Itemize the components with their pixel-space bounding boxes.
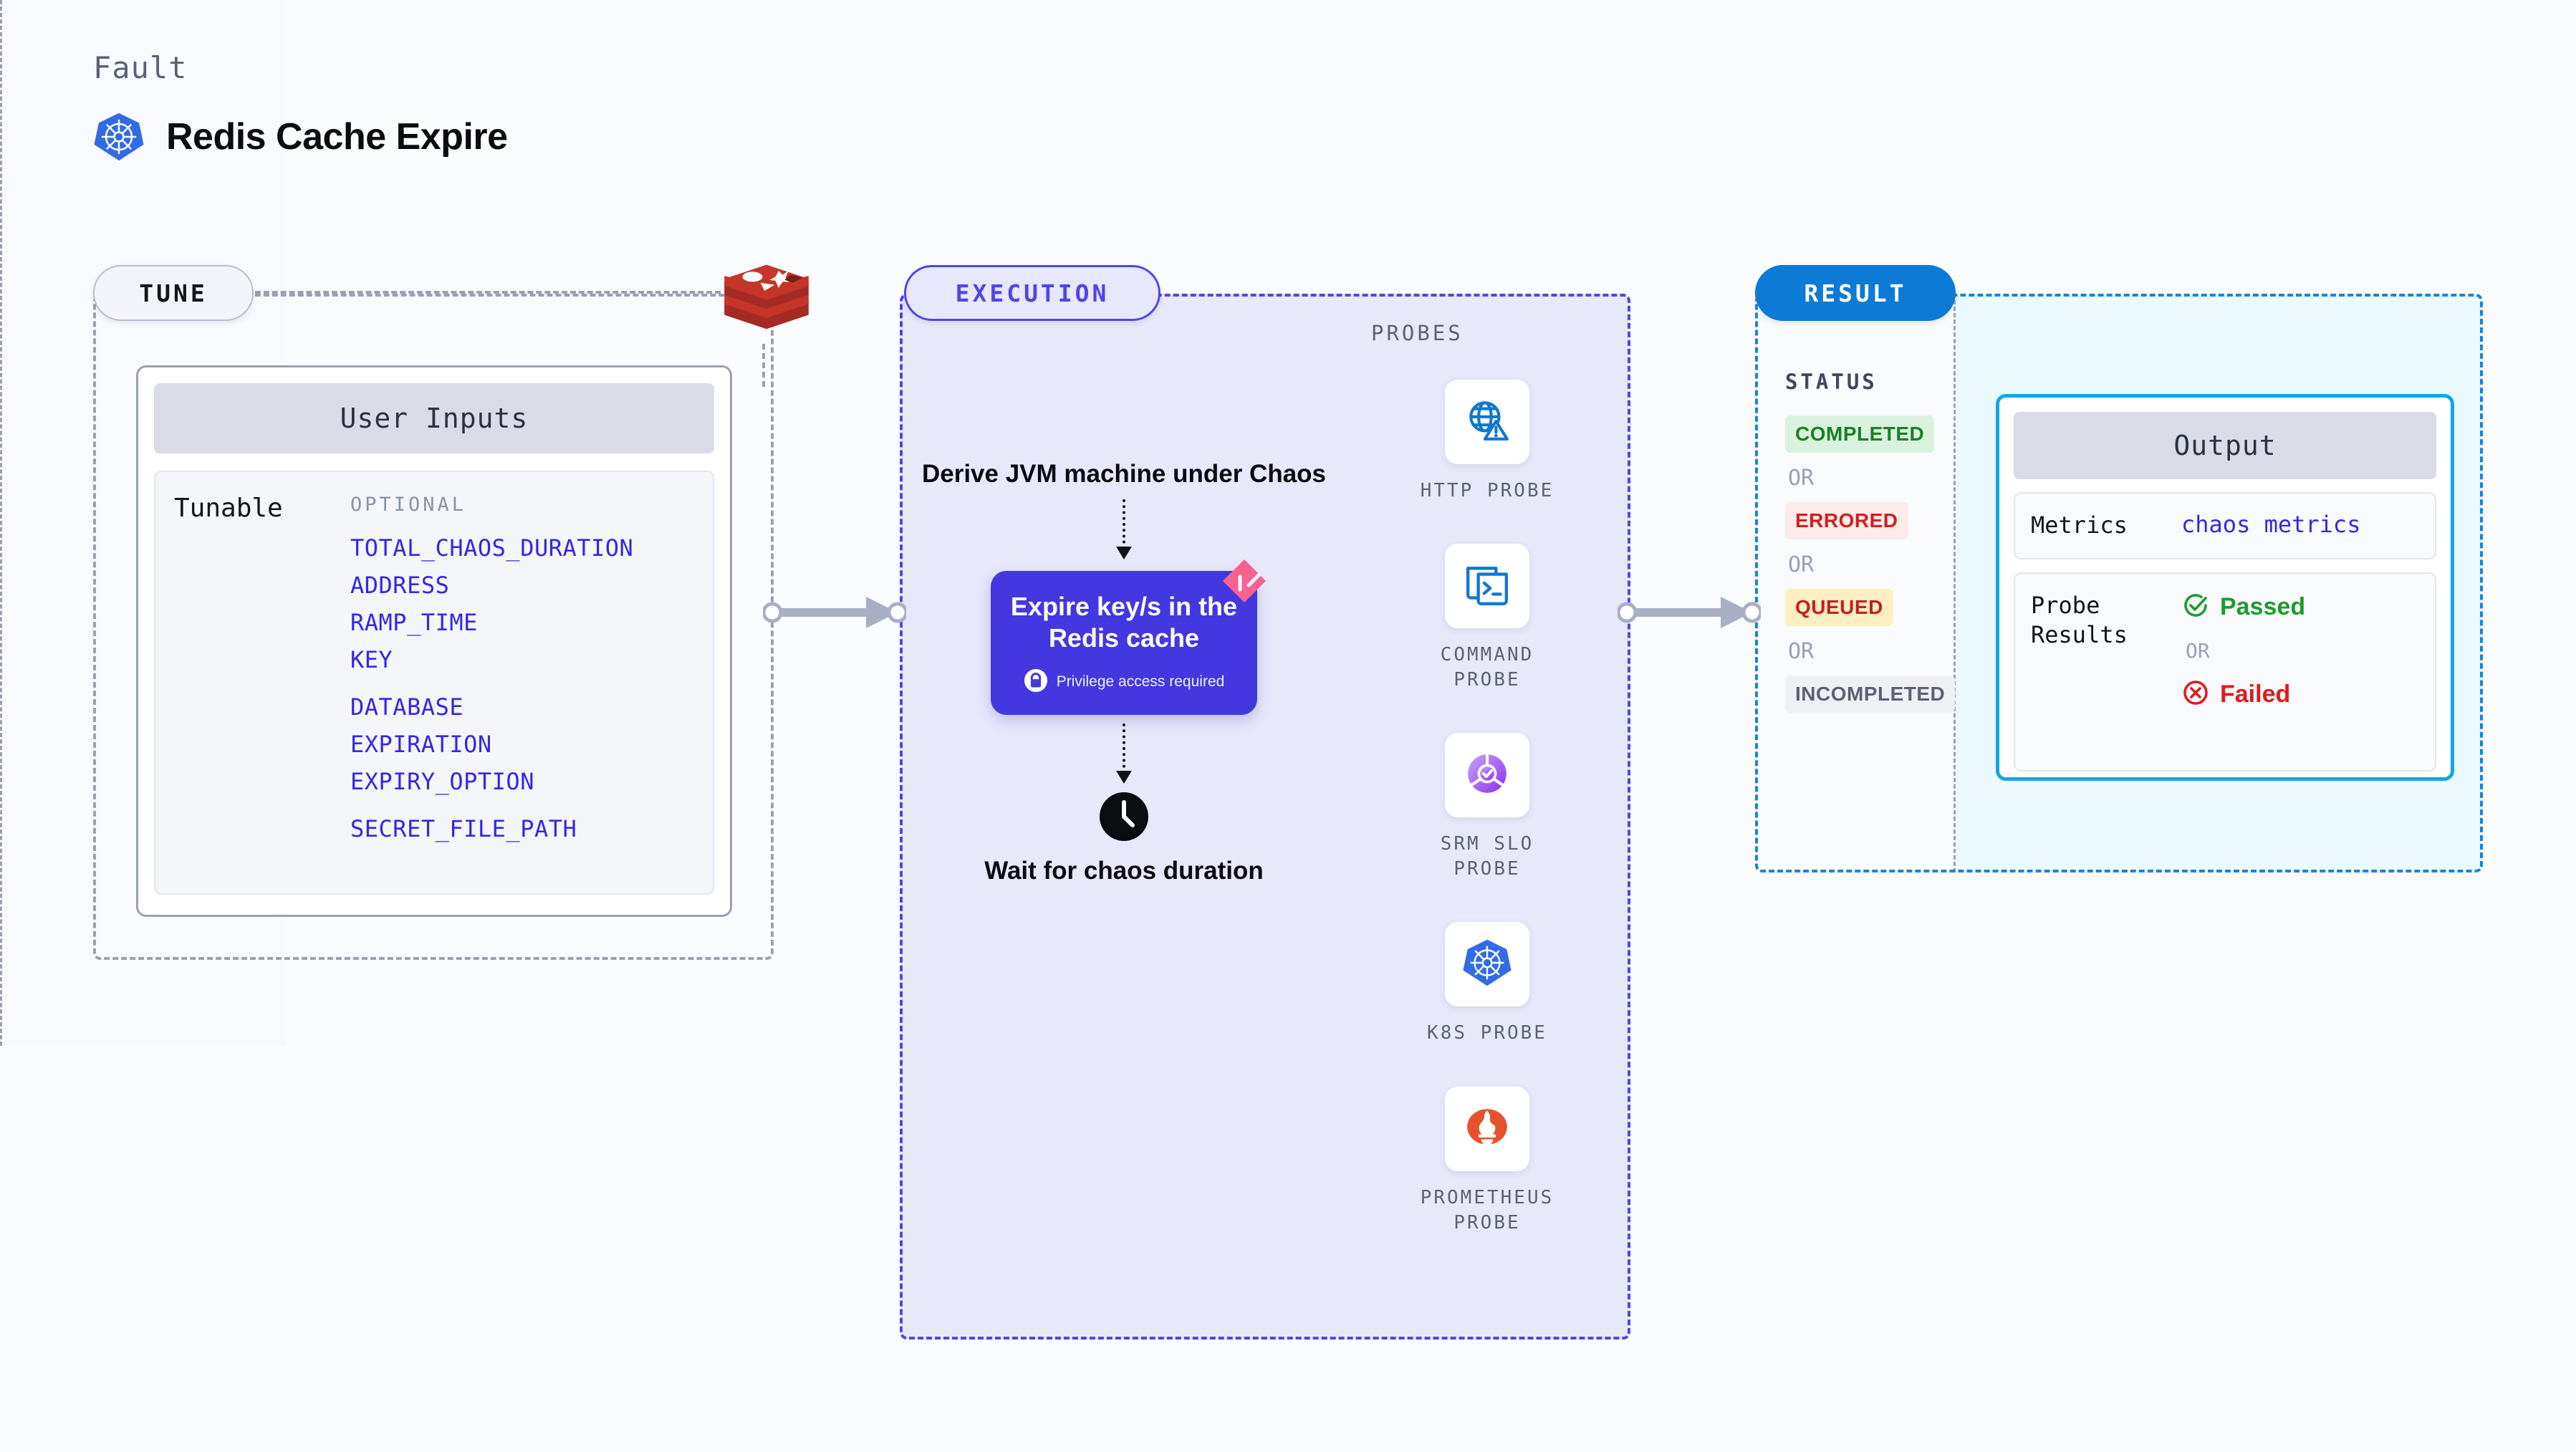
probe-item-http[interactable]: HTTP PROBE [1421,380,1554,504]
tunable-item[interactable]: ADDRESS [350,572,450,599]
probe-tile [1445,733,1529,818]
flow-arrow-down [1116,723,1132,785]
probe-item-k8s[interactable]: K8S PROBE [1427,922,1547,1046]
metrics-value[interactable]: chaos metrics [2181,511,2361,538]
tunable-item[interactable]: EXPIRATION [350,731,492,758]
probe-tile [1444,922,1529,1007]
probe-label: PROMETHEUS PROBE [1420,1186,1554,1234]
tunable-item[interactable]: EXPIRY_OPTION [350,768,534,795]
probe-label: COMMAND PROBE [1440,644,1534,691]
probe-result-failed: Failed [2181,678,2305,711]
page-title: Redis Cache Expire [166,116,508,158]
status-badge-queued: QUEUED [1785,589,1893,626]
probe-item-command[interactable]: COMMAND PROBE [1405,544,1570,693]
clock-icon [1097,789,1151,844]
tunable-item[interactable]: SECRET_FILE_PATH [350,815,577,842]
kubernetes-helm-icon [1462,938,1512,991]
status-badge-incompleted: INCOMPLETED [1785,675,1956,713]
kubernetes-helm-icon [93,111,145,163]
flow-arrow-down [1116,499,1132,561]
tunable-item[interactable]: KEY [350,646,393,673]
status-list: COMPLETED OR ERRORED OR QUEUED OR INCOMP… [1785,415,1956,713]
probe-results-values: Passed OR Failed [2181,591,2305,711]
chaos-action-title: Expire key/s in the Redis cache [1010,591,1238,653]
passed-label: Passed [2220,592,2306,620]
tune-to-redis-dashed-line [255,291,721,294]
execution-flow: Derive JVM machine under Chaos Expire ke… [904,458,1344,887]
status-badge-errored: ERRORED [1785,502,1908,539]
probe-results-key: Probe Results [2031,591,2128,649]
probe-tile [1445,1086,1529,1171]
user-inputs-card: User Inputs Tunable OPTIONAL TOTAL_CHAOS… [136,365,732,917]
probe-label: HTTP PROBE [1420,480,1554,501]
tune-stage-boundary [93,294,774,960]
chaos-action-card[interactable]: Expire key/s in the Redis cache Privileg… [991,559,1266,715]
probe-result-passed: Passed [2181,591,2305,623]
status-or-label: OR [1788,639,1815,664]
probe-label: K8S PROBE [1427,1022,1547,1044]
ribbon-badge-icon [1219,555,1270,607]
tunable-label: Tunable [174,494,283,523]
wait-step-label: Wait for chaos duration [984,856,1264,885]
tunable-item[interactable]: DATABASE [350,693,464,721]
metrics-row: Metrics chaos metrics [2014,492,2436,559]
srm-slo-icon [1464,750,1511,801]
status-or-label: OR [1788,552,1815,577]
title-row: Redis Cache Expire [93,111,508,163]
page-header: Fault [93,50,508,163]
status-badge-completed: COMPLETED [1785,415,1935,453]
redis-logo-icon [716,251,817,351]
probe-item-prometheus[interactable]: PROMETHEUS PROBE [1405,1086,1570,1236]
probe-item-srm-slo[interactable]: SRM SLO PROBE [1405,733,1570,882]
probe-tile [1445,544,1529,629]
privilege-note-text: Privilege access required [1056,673,1225,691]
privilege-note-row: Privilege access required [1009,668,1239,696]
globe-warning-icon [1464,397,1511,448]
tunable-list: OPTIONAL TOTAL_CHAOS_DURATION ADDRESS RA… [350,494,694,872]
tunable-panel: Tunable OPTIONAL TOTAL_CHAOS_DURATION AD… [154,471,714,895]
tunable-item[interactable]: RAMP_TIME [350,609,478,636]
output-title: Output [2014,412,2436,479]
prometheus-torch-icon [1464,1103,1511,1154]
probe-label: SRM SLO PROBE [1440,833,1534,880]
tunable-item[interactable]: TOTAL_CHAOS_DURATION [350,534,634,562]
metrics-key: Metrics [2031,511,2128,539]
optional-label: OPTIONAL [350,494,467,516]
status-section-label: STATUS [1785,370,1878,394]
probe-result-or-label: OR [2186,638,2210,663]
lock-icon [1024,668,1048,696]
probe-tile [1444,380,1529,464]
failed-label: Failed [2220,680,2291,708]
x-circle-icon [2181,678,2210,711]
tune-to-execution-connector [761,577,908,648]
wait-step: Wait for chaos duration [984,789,1264,888]
output-card: Output Metrics chaos metrics Probe Resul… [1996,394,2454,781]
terminal-icon [1464,561,1511,612]
check-circle-icon [2181,591,2210,623]
execution-stage-pill[interactable]: EXECUTION [904,265,1160,321]
user-inputs-title: User Inputs [154,383,714,453]
result-status-column [1755,294,1956,872]
probes-list: HTTP PROBE COMMAND PROBE [1344,380,1630,1276]
result-stage-boundary [1755,294,2483,872]
probes-section-label: PROBES [1371,321,1464,345]
result-stage-pill[interactable]: RESULT [1755,265,1956,321]
tune-stage-pill[interactable]: TUNE [93,265,254,321]
execution-to-result-connector [1616,577,1763,648]
derive-step-label: Derive JVM machine under Chaos [921,460,1327,488]
redis-down-dashed-line [762,344,765,387]
status-or-label: OR [1788,466,1815,491]
fault-kind-label: Fault [93,50,188,85]
probe-results-row: Probe Results Passed OR [2014,572,2436,771]
